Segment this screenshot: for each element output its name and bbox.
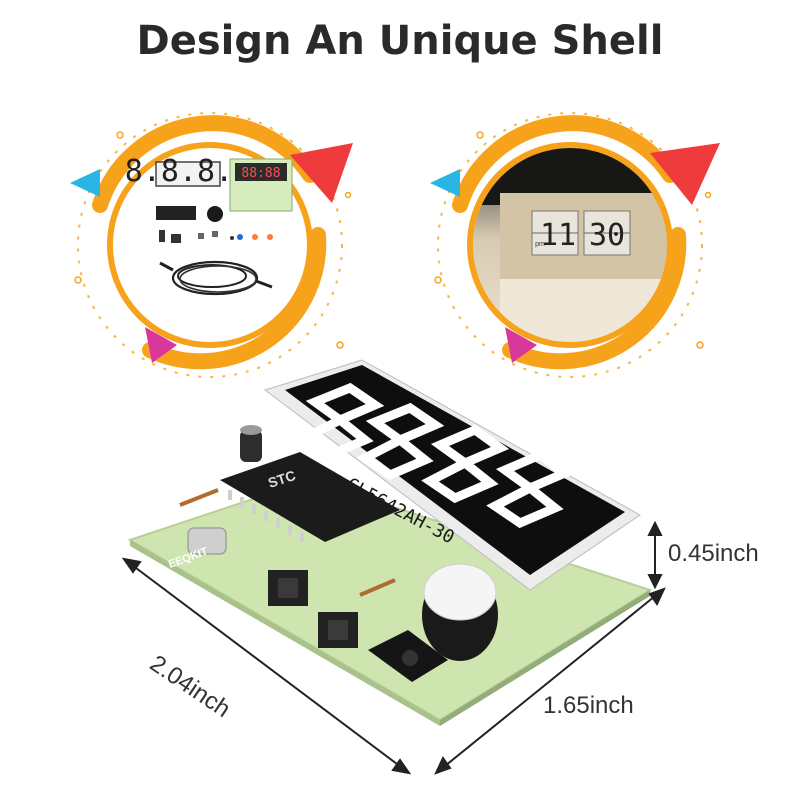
flip-hour-text: 11: [540, 218, 576, 253]
red-triangle-icon: [290, 143, 353, 203]
clock-kit-board: CL5642AH-30 STC EEQKIT: [100, 330, 800, 800]
magenta-triangle-icon: [505, 327, 537, 363]
blue-triangle-icon: [70, 169, 100, 197]
page-title: Design An Unique Shell: [136, 18, 664, 64]
pcb-display-text: 88:88: [241, 166, 280, 181]
flip-clock-badge: 11 pm 30: [420, 95, 720, 395]
depth-dimension-label: 1.65inch: [543, 692, 634, 719]
am-pm-text: pm: [535, 241, 545, 248]
kit-components-badge: 8.8.8.8 88:88: [60, 95, 360, 395]
magenta-triangle-icon: [145, 327, 177, 363]
flip-minute-text: 30: [589, 218, 625, 253]
blue-triangle-icon: [430, 169, 460, 197]
red-triangle-icon: [650, 143, 720, 205]
height-dimension-label: 0.45inch: [668, 540, 759, 567]
